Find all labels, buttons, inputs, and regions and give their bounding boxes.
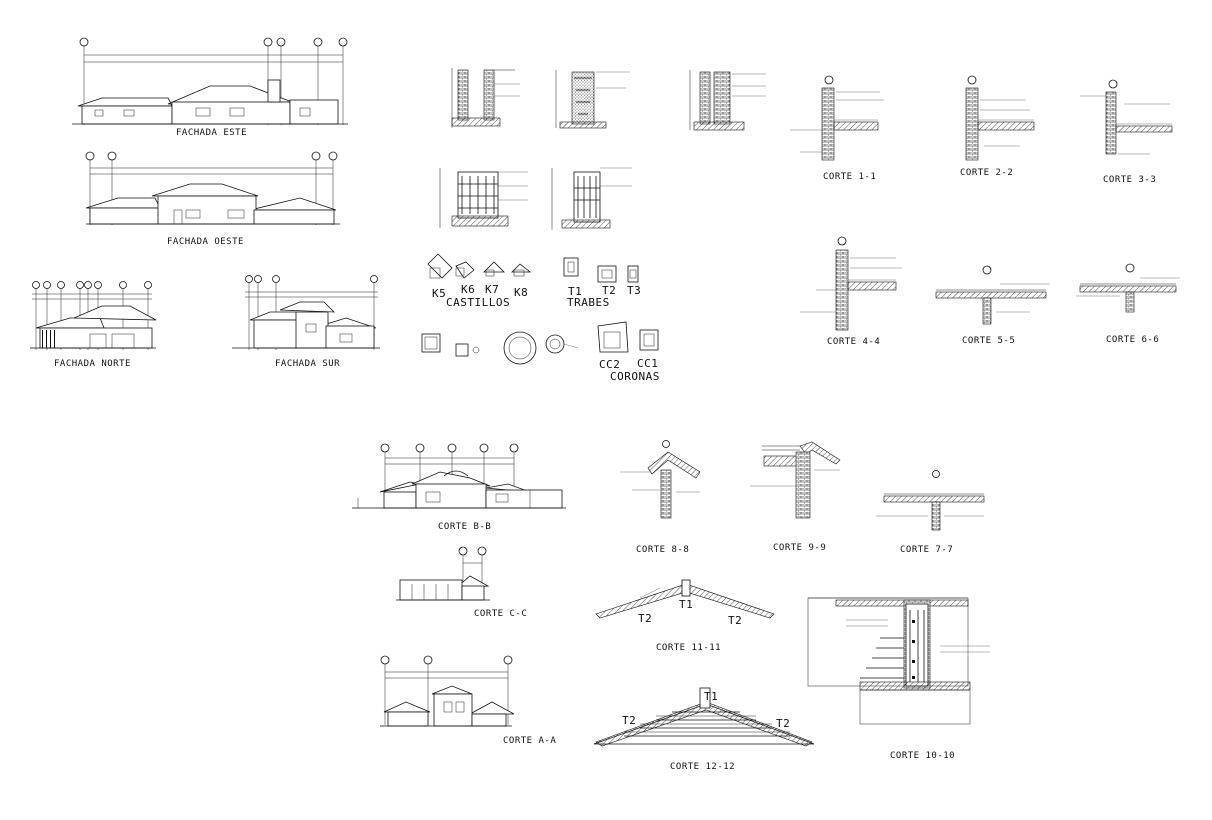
coronas-details: CC2 CC1 CORONAS — [597, 321, 660, 383]
label-corte-3-3: CORTE 3-3 — [1103, 175, 1156, 185]
corte-8-8: CORTE 8-8 — [620, 440, 701, 555]
label-corte-9-9: CORTE 9-9 — [773, 543, 826, 553]
label-corte-12-12: CORTE 12-12 — [670, 762, 735, 772]
misc-details — [421, 331, 579, 365]
corte-5-5: CORTE 5-5 — [935, 265, 1050, 346]
label-corte-a-a: CORTE A-A — [503, 736, 556, 746]
corte-1-1: CORTE 1-1 — [790, 75, 884, 182]
label-t2-11-right: T2 — [728, 614, 742, 627]
label-t1: T1 — [568, 285, 582, 298]
elevation-oeste: FACHADA OESTE — [85, 151, 340, 247]
label-k7: K7 — [485, 283, 499, 296]
corte-7-7: CORTE 7-7 — [876, 470, 985, 555]
castillos-details: K5 K6 K7 K8 CASTILLOS — [427, 253, 532, 309]
label-cc2: CC2 — [599, 358, 620, 371]
corte-a-a: CORTE A-A — [380, 655, 556, 746]
label-corte-6-6: CORTE 6-6 — [1106, 335, 1159, 345]
label-fachada-norte: FACHADA NORTE — [54, 359, 131, 369]
label-k6: K6 — [461, 283, 475, 296]
label-t2: T2 — [602, 284, 616, 297]
label-t3: T3 — [627, 284, 641, 297]
label-corte-7-7: CORTE 7-7 — [900, 545, 953, 555]
label-fachada-este: FACHADA ESTE — [176, 128, 247, 138]
corte-6-6: CORTE 6-6 — [1076, 263, 1180, 345]
label-t2-12-right: T2 — [776, 717, 790, 730]
corte-11-11: T1 T2 T2 CORTE 11-11 — [595, 579, 775, 653]
label-corte-b-b: CORTE B-B — [438, 522, 491, 532]
label-cc1: CC1 — [637, 357, 658, 370]
corte-c-c: CORTE C-C — [396, 546, 527, 619]
corte-b-b: CORTE B-B — [352, 443, 566, 532]
label-corte-10-10: CORTE 10-10 — [890, 751, 955, 761]
label-coronas: CORONAS — [610, 370, 660, 383]
label-fachada-oeste: FACHADA OESTE — [167, 237, 244, 247]
label-corte-c-c: CORTE C-C — [474, 609, 527, 619]
label-corte-8-8: CORTE 8-8 — [636, 545, 689, 555]
label-castillos: CASTILLOS — [446, 296, 510, 309]
label-fachada-sur: FACHADA SUR — [275, 359, 340, 369]
corte-12-12: T1 T2 T2 CORTE 12-12 — [593, 687, 815, 772]
label-trabes: TRABES — [567, 296, 610, 309]
label-corte-2-2: CORTE 2-2 — [960, 168, 1013, 178]
trabes-details: T1 T2 T3 TRABES — [563, 257, 641, 309]
label-t2-12-left: T2 — [622, 714, 636, 727]
label-t1-11: T1 — [679, 598, 693, 611]
corte-2-2: CORTE 2-2 — [960, 75, 1035, 178]
corte-10-10: CORTE 10-10 — [807, 597, 990, 761]
corte-4-4: CORTE 4-4 — [800, 236, 902, 347]
label-corte-4-4: CORTE 4-4 — [827, 337, 880, 347]
elevation-sur: FACHADA SUR — [232, 275, 380, 369]
label-corte-5-5: CORTE 5-5 — [962, 336, 1015, 346]
label-corte-1-1: CORTE 1-1 — [823, 172, 876, 182]
elevation-este: FACHADA ESTE — [72, 37, 348, 138]
corte-9-9: CORTE 9-9 — [750, 441, 841, 553]
corte-3-3: CORTE 3-3 — [1080, 79, 1173, 185]
label-t2-11-left: T2 — [638, 612, 652, 625]
label-t1-12: T1 — [704, 690, 718, 703]
elevation-norte: FACHADA NORTE — [30, 281, 157, 369]
foundation-details — [439, 68, 766, 230]
label-corte-11-11: CORTE 11-11 — [656, 643, 721, 653]
label-k8: K8 — [514, 286, 528, 299]
label-k5: K5 — [432, 287, 446, 300]
